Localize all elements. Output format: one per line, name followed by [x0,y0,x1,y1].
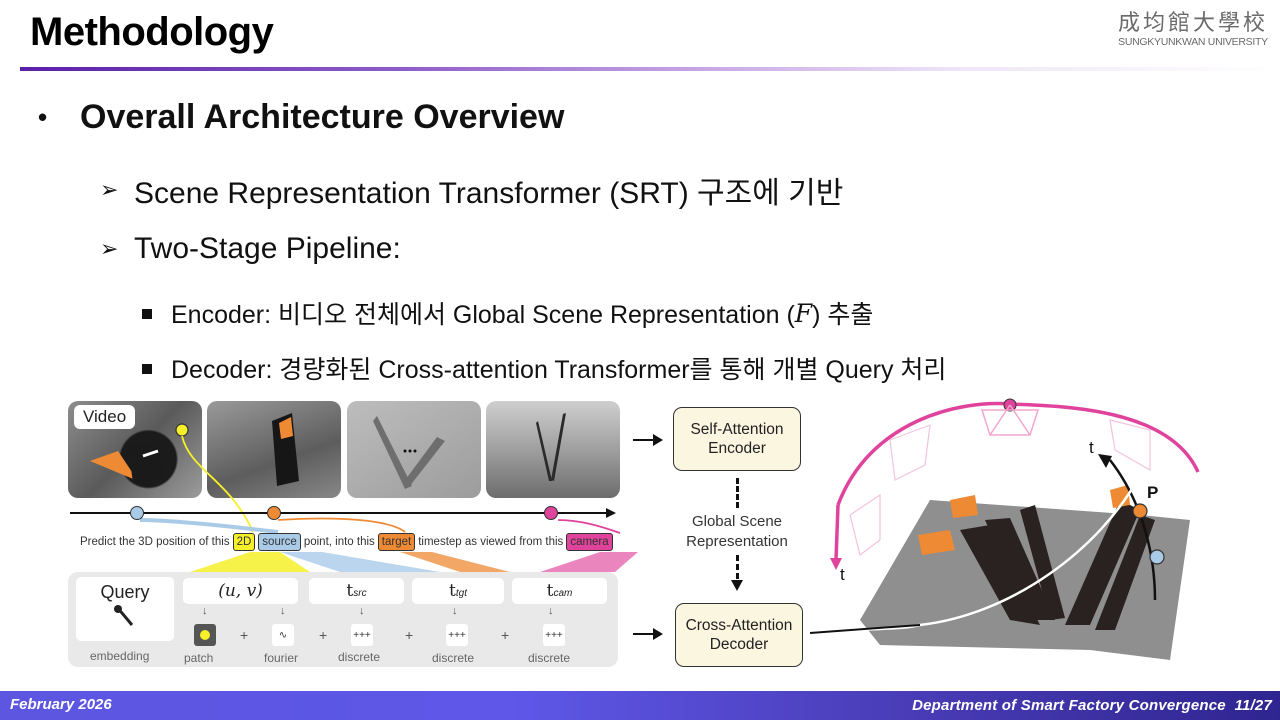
tag-source: source [258,533,301,551]
square-bullet-icon [142,309,152,319]
slide-title: Methodology [30,10,274,54]
bullet-sub-pipeline-text: Two-Stage Pipeline: [134,232,401,265]
camera-frustum-icon [1109,419,1151,472]
encoder-var: F [794,298,813,328]
discrete-ticks-icon: +++ [351,624,373,646]
video-frame-2 [207,401,341,498]
task-sentence: Predict the 3D position of this 2D sourc… [80,533,613,551]
bullet-sub-srt-text: Scene Representation Transformer (SRT) 구… [134,177,844,210]
discrete-ticks-icon: +++ [543,624,565,646]
down-arrow-icon: ↓ [359,605,365,617]
encoder-text-suffix: ) 추출 [812,301,874,329]
timeline-arrow-icon [606,508,616,518]
arrow-to-decoder [633,628,663,640]
down-arrow-icon: ↓ [202,605,208,617]
sentence-part-3: timestep as viewed from this [418,536,564,548]
t-cam-box: tcam [512,578,607,604]
label-discrete: discrete [432,651,475,665]
camera-frustum-icon [849,493,881,557]
arrow-bullet-icon: ➢ [100,177,119,202]
camera-frustum-icon [980,404,1040,436]
label-embedding: embedding [90,649,150,663]
point-trajectory [1109,459,1157,601]
logo-hanja: 成均館大學校 [1117,11,1268,36]
plus-sign: + [319,627,328,643]
bullet-encoder: Encoder: 비디오 전체에서 Global Scene Represent… [142,295,873,331]
arrow-to-encoder [633,434,663,446]
sentence-part-1: Predict the 3D position of this [80,536,230,548]
point-label: P [1147,483,1158,502]
encoder-text-prefix: Encoder: 비디오 전체에서 Global Scene Represent… [171,301,795,329]
source-point [1149,549,1165,565]
global-scene-representation-label: Global Scene Representation [686,513,788,550]
query-box: Query [76,577,174,641]
footer-date: February 2026 [10,696,112,713]
label-discrete: discrete [528,651,571,665]
timeline-source-dot [130,506,144,520]
university-logo: 成均館大學校 SUNGKYUNKWAN UNIVERSITY [1118,12,1268,49]
timeline-target-dot [267,506,281,520]
label-patch: patch [184,651,214,665]
sentence-part-2: point, into this [303,536,375,548]
cross-attention-decoder-box: Cross-Attention Decoder [675,603,803,667]
down-arrowhead-icon [731,580,743,591]
discrete-ticks-icon: +++ [446,624,468,646]
bullet-decoder: Decoder: 경량화된 Cross-attention Transforme… [142,350,946,386]
query-title: Query [100,582,150,602]
bullet-sub-srt: ➢ Scene Representation Transformer (SRT)… [100,168,843,212]
bullet-main: • Overall Architecture Overview [38,98,564,137]
footer-department-page: Department of Smart Factory Convergence … [912,697,1272,714]
query-point-yellow [175,423,189,437]
dashed-connector [736,478,739,508]
tag-2d: 2D [232,533,256,551]
bullet-sub-pipeline: ➢ Two-Stage Pipeline: [100,232,401,266]
camera-frustum-icon [889,424,931,481]
video-frame-3 [347,401,481,498]
dart-icon [114,605,134,626]
label-fourier: fourier [264,651,299,665]
timeline-axis [70,512,610,514]
uv-box: (u, v) [183,578,298,604]
scene-3d-illustration: t t P [810,398,1200,660]
dashed-connector [736,555,739,579]
tag-camera: camera [566,533,613,551]
bullet-main-text: Overall Architecture Overview [80,98,565,136]
target-point [1132,503,1148,519]
square-bullet-icon [142,364,152,374]
arrow-bullet-icon: ➢ [100,236,119,261]
page-number: 11/27 [1234,697,1272,714]
timeline-camera-dot [544,506,558,520]
camera-time-label: t [840,565,845,584]
footer-bar: February 2026 Department of Smart Factor… [0,691,1280,720]
bullet-dot-icon: • [38,102,48,132]
fourier-wave-icon: ∿ [272,624,294,646]
label-discrete: discrete [338,650,381,664]
self-attention-encoder-box: Self-Attention Encoder [673,407,801,471]
down-arrow-icon: ↓ [548,605,554,617]
t-src-box: tsrc [309,578,404,604]
title-underline [20,67,1280,71]
tag-target: target [377,533,416,551]
video-label: Video [74,405,136,429]
decoder-text: Decoder: 경량화된 Cross-attention Transforme… [171,356,947,384]
figure-connectors [139,423,638,572]
down-arrow-icon: ↓ [280,605,286,617]
plus-sign: + [405,627,414,643]
point-time-label: t [1089,438,1094,457]
down-arrow-icon: ↓ [452,605,458,617]
footer-department: Department of Smart Factory Convergence [912,697,1226,714]
plus-sign: + [240,627,249,643]
video-frame-4 [486,401,620,498]
plus-sign: + [501,627,510,643]
patch-icon [194,624,216,646]
t-tgt-box: ttgt [412,578,504,604]
logo-english: SUNGKYUNKWAN UNIVERSITY [1118,36,1268,48]
